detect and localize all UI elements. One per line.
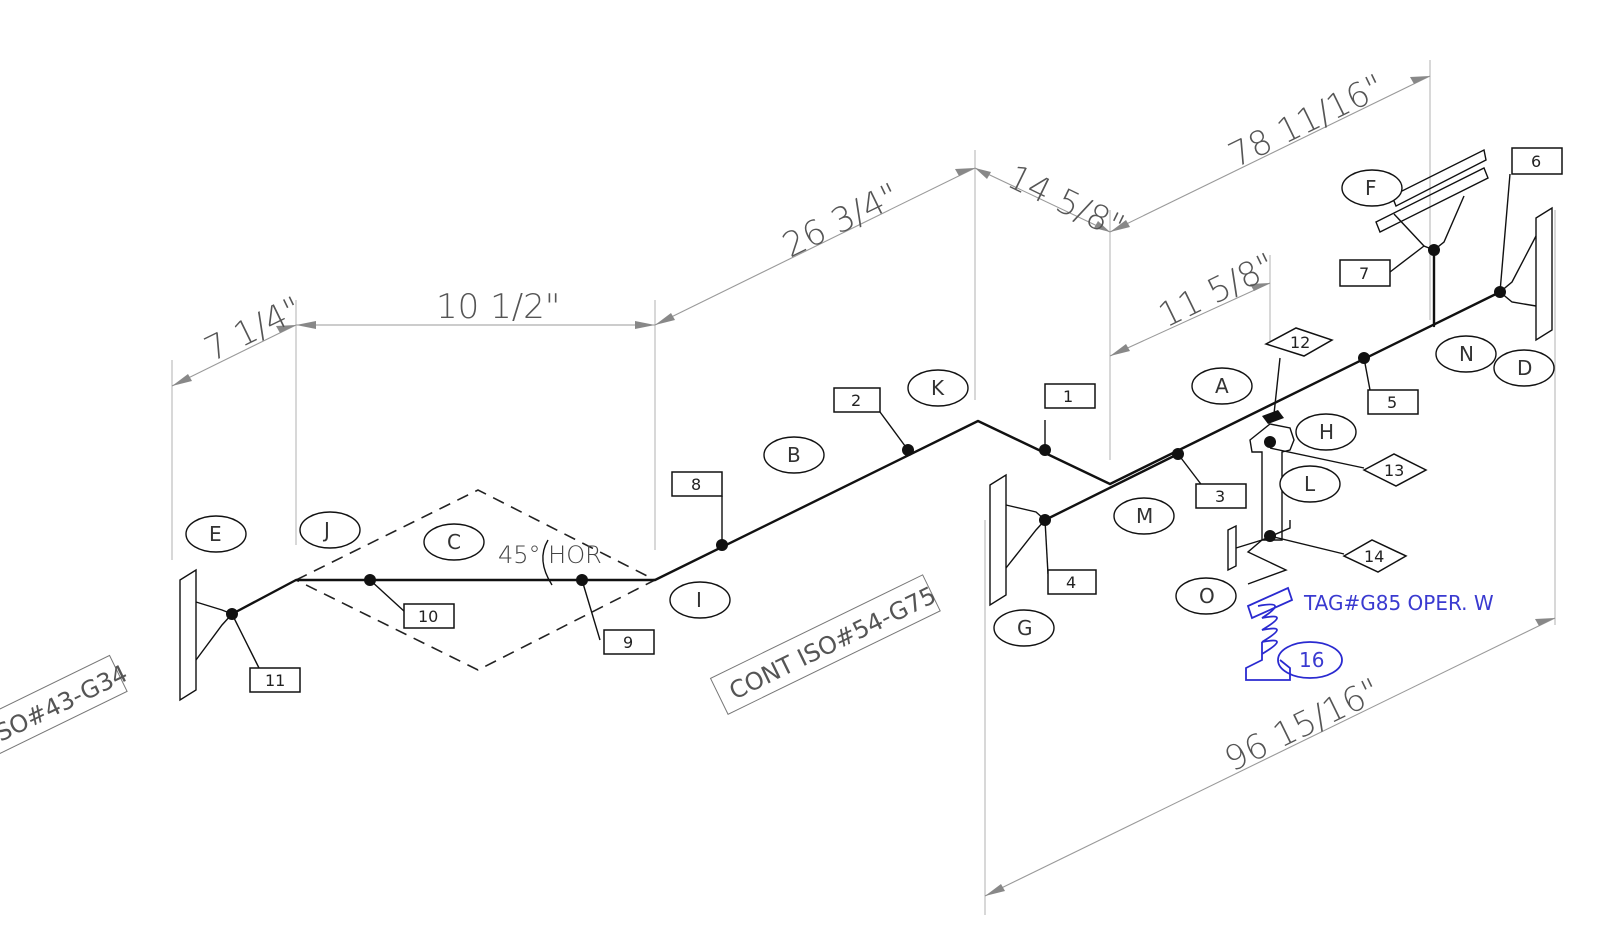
svg-text:2: 2 <box>851 391 861 410</box>
node <box>226 608 238 620</box>
svg-text:B: B <box>787 443 801 467</box>
svg-text:11: 11 <box>265 671 285 690</box>
leaders <box>231 173 1511 675</box>
tag-6: 6 <box>1511 147 1563 175</box>
bubble-j: J <box>299 511 361 549</box>
node <box>1172 448 1184 460</box>
dimension-arrows <box>172 76 1555 896</box>
dimension-lines <box>171 75 1556 897</box>
svg-text:14: 14 <box>1364 547 1384 566</box>
support-d <box>1498 206 1553 342</box>
support-g <box>989 473 1046 607</box>
svg-text:9: 9 <box>623 633 633 652</box>
svg-text:H: H <box>1319 420 1334 444</box>
bubble-n: N <box>1435 335 1497 373</box>
dim-text-10-1-2: 10 1/2" <box>436 287 560 327</box>
node <box>1264 436 1276 448</box>
tag-12: 12 <box>1264 327 1334 357</box>
svg-text:G: G <box>1017 616 1033 640</box>
svg-text:I: I <box>696 588 702 612</box>
segment-bubbles: A B C D E F G H I J K L M N O <box>185 169 1555 647</box>
blue-bubble-16-text: 16 <box>1299 648 1324 672</box>
svg-text:A: A <box>1215 374 1229 398</box>
svg-text:1: 1 <box>1063 387 1073 406</box>
bubble-d: D <box>1493 349 1555 387</box>
tag-1: 1 <box>1044 383 1096 409</box>
svg-text:12: 12 <box>1290 333 1310 352</box>
bubble-l: L <box>1279 465 1341 503</box>
node <box>716 539 728 551</box>
continuation-notes: CONT ISO#54-G75 SO#43-G34 <box>0 574 941 757</box>
bubble-a: A <box>1191 367 1253 405</box>
dim-text-7-1-4: 7 1/4" <box>198 289 308 370</box>
node <box>1264 530 1276 542</box>
svg-text:13: 13 <box>1384 461 1404 480</box>
svg-text:M: M <box>1136 504 1153 528</box>
bubble-m: M <box>1113 497 1175 535</box>
blue-tag-text: TAG#G85 OPER. W <box>1303 591 1494 615</box>
node <box>1358 352 1370 364</box>
dim-text-96-15-16: 96 15/16" <box>1218 671 1386 780</box>
node <box>902 444 914 456</box>
bubble-g: G <box>993 609 1055 647</box>
node <box>576 574 588 586</box>
tag-13: 13 <box>1362 453 1428 487</box>
svg-text:6: 6 <box>1531 152 1541 171</box>
svg-text:L: L <box>1304 472 1316 496</box>
bubble-b: B <box>763 436 825 474</box>
svg-text:4: 4 <box>1066 573 1076 592</box>
dim-text-78-11-16: 78 11/16" <box>1222 67 1390 176</box>
tag-11: 11 <box>249 667 301 693</box>
svg-text:J: J <box>322 518 330 542</box>
node <box>1428 244 1440 256</box>
dim-text-11-5-8: 11 5/8" <box>1152 246 1281 337</box>
svg-text:N: N <box>1459 342 1474 366</box>
svg-text:K: K <box>931 376 945 400</box>
svg-text:7: 7 <box>1359 264 1369 283</box>
svg-text:3: 3 <box>1215 487 1225 506</box>
tag-3: 3 <box>1195 483 1247 509</box>
node <box>1039 444 1051 456</box>
svg-text:O: O <box>1199 584 1215 608</box>
bubble-o: O <box>1175 577 1237 615</box>
tag-8: 8 <box>671 471 723 497</box>
node <box>364 574 376 586</box>
dim-text-14-5-8: 14 5/8" <box>1001 157 1130 248</box>
tag-9: 9 <box>603 629 655 655</box>
bubble-k: K <box>907 369 969 407</box>
bubble-c: C <box>423 523 485 561</box>
svg-text:D: D <box>1517 356 1532 380</box>
node <box>1494 286 1506 298</box>
tag-7: 7 <box>1339 259 1391 287</box>
spring-hanger-blue: TAG#G85 OPER. W 16 <box>1245 586 1494 681</box>
tag-14: 14 <box>1342 539 1408 573</box>
support-h-l <box>1227 410 1295 585</box>
svg-text:C: C <box>447 530 461 554</box>
svg-text:5: 5 <box>1387 393 1397 412</box>
tag-5: 5 <box>1367 389 1419 415</box>
node <box>1039 514 1051 526</box>
svg-text:E: E <box>209 522 222 546</box>
angle-note: 45° HOR <box>498 541 602 569</box>
svg-text:F: F <box>1365 176 1377 200</box>
bubble-h: H <box>1295 413 1357 451</box>
extension-lines <box>171 60 1556 915</box>
tag-4: 4 <box>1047 569 1097 595</box>
item-tags: 1 2 3 4 5 6 7 8 9 10 11 12 13 14 <box>249 147 1563 693</box>
svg-text:8: 8 <box>691 475 701 494</box>
svg-text:10: 10 <box>418 607 438 626</box>
support-e <box>179 568 234 702</box>
weld-points <box>226 244 1506 620</box>
bubble-i: I <box>669 581 731 619</box>
cont-iso-54: CONT ISO#54-G75 <box>725 581 941 705</box>
tag-10: 10 <box>403 603 455 629</box>
bubble-e: E <box>185 515 247 553</box>
dim-text-26-3-4: 26 3/4" <box>776 176 905 267</box>
tag-2: 2 <box>833 387 881 413</box>
bubble-f: F <box>1341 169 1403 207</box>
blue-bubble-16 <box>1277 641 1343 679</box>
